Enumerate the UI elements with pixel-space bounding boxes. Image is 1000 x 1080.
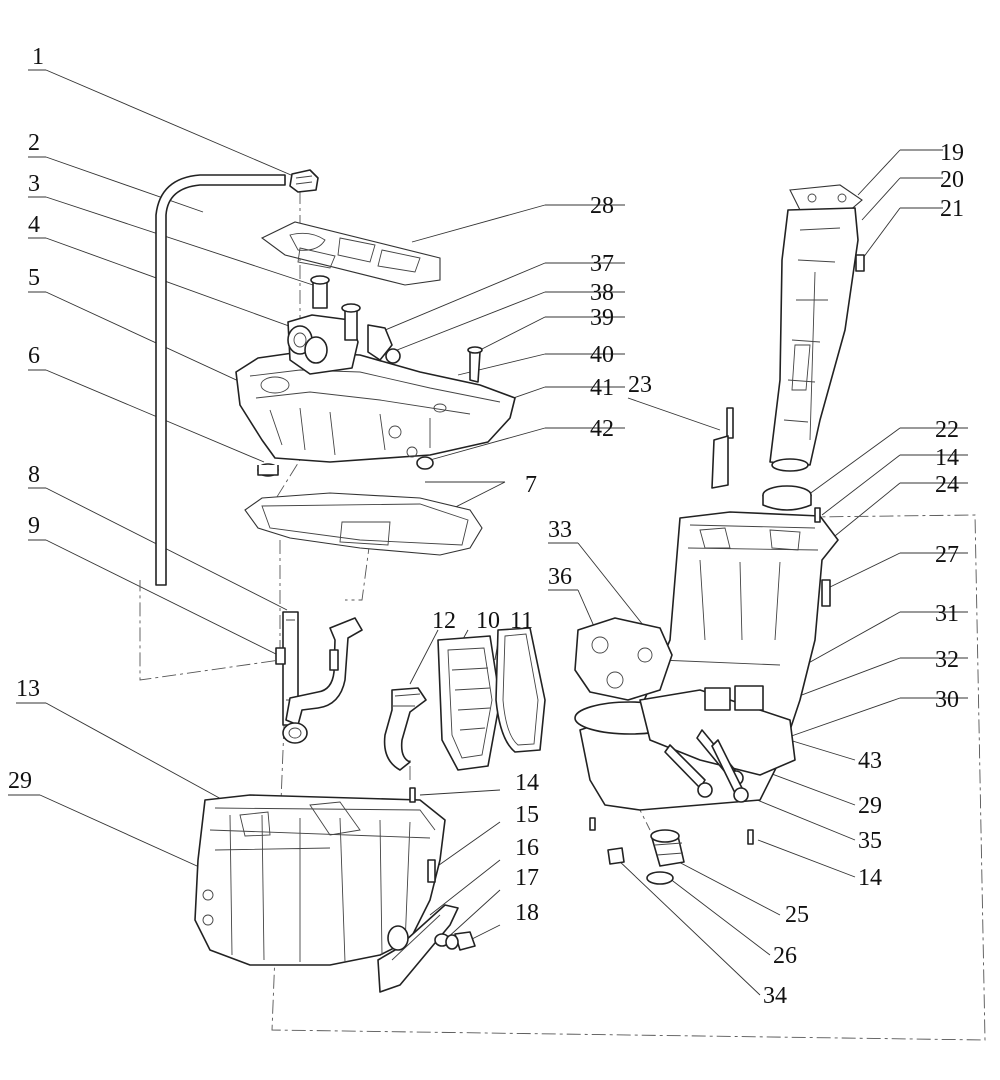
- callout-35: 35: [858, 828, 882, 854]
- callout-43: 43: [858, 748, 882, 774]
- bolt-27: [821, 579, 831, 607]
- callout-5: 5: [28, 265, 40, 291]
- bolt-3: [310, 275, 330, 309]
- callout-7: 7: [525, 472, 537, 498]
- callout-17: 17: [515, 865, 539, 891]
- breather-fitting: [289, 169, 319, 193]
- callout-13: 13: [16, 676, 40, 702]
- callout-37: 37: [590, 251, 614, 277]
- loop-gasket: [495, 627, 546, 753]
- callout-21: 21: [940, 196, 964, 222]
- fitting-17: [387, 925, 450, 951]
- callout-27: 27: [935, 542, 959, 568]
- callout-30: 30: [935, 687, 959, 713]
- callout-42: 42: [590, 416, 614, 442]
- top-gasket: [260, 221, 441, 286]
- callout-9: 9: [28, 513, 40, 539]
- fitting-18: [445, 931, 476, 951]
- callout-38: 38: [590, 280, 614, 306]
- bent-pipe: [282, 617, 363, 744]
- callout-4: 4: [28, 212, 40, 238]
- seal-ring-22: [762, 485, 812, 511]
- callout-11: 11: [510, 608, 533, 634]
- callout-10: 10: [476, 608, 500, 634]
- shaft-23: [711, 407, 734, 489]
- callout-18: 18: [515, 900, 539, 926]
- fitting-34: [607, 847, 625, 865]
- callout-20: 20: [940, 167, 964, 193]
- callout-16: 16: [515, 835, 539, 861]
- callout-32: 32: [935, 647, 959, 673]
- callout-1: 1: [32, 44, 44, 70]
- callout-labels: 1 2 3 4 5 6 7 8 9 10 11 12 13 14 14 14 1…: [8, 44, 964, 1009]
- hose-pipe: [155, 174, 286, 586]
- rubber-elbow: [383, 687, 427, 771]
- callout-25: 25: [785, 902, 809, 928]
- nut-25: [650, 829, 685, 867]
- callout-26: 26: [773, 943, 797, 969]
- callout-8: 8: [28, 462, 40, 488]
- bearing-block: [287, 314, 359, 375]
- callout-36: 36: [548, 564, 572, 590]
- washer-26: [646, 871, 674, 885]
- callout-23: 23: [628, 372, 652, 398]
- callout-31: 31: [935, 601, 959, 627]
- callout-24: 24: [935, 472, 959, 498]
- bolt-9: [275, 647, 286, 665]
- callout-2: 2: [28, 130, 40, 156]
- plug-42: [416, 456, 434, 470]
- pin-15: [427, 859, 436, 883]
- callout-28: 28: [590, 193, 614, 219]
- nut-6: [257, 463, 279, 477]
- filter-screen: [437, 635, 501, 771]
- callout-22: 22: [935, 417, 959, 443]
- housing-bolts: [341, 303, 483, 383]
- top-plate-19: [789, 184, 863, 213]
- callout-14c: 14: [858, 865, 882, 891]
- callout-15: 15: [515, 802, 539, 828]
- callout-34: 34: [763, 983, 787, 1009]
- callout-14a: 14: [515, 770, 539, 796]
- pin-14-right: [589, 507, 821, 845]
- callout-33: 33: [548, 517, 572, 543]
- pin-14-left: [409, 787, 416, 803]
- callout-39: 39: [590, 305, 614, 331]
- callout-29b: 29: [858, 793, 882, 819]
- callout-41: 41: [590, 375, 614, 401]
- callout-14b: 14: [935, 445, 959, 471]
- callout-29a: 29: [8, 768, 32, 794]
- exhaust-tube: [769, 207, 865, 472]
- main-right-housing: [574, 511, 839, 811]
- callout-6: 6: [28, 343, 40, 369]
- lower-gasket: [244, 492, 483, 556]
- callout-12: 12: [432, 608, 456, 634]
- callout-3: 3: [28, 171, 40, 197]
- bolts-35: [664, 729, 749, 803]
- side-bracket: [574, 617, 673, 701]
- callout-19: 19: [940, 140, 964, 166]
- callout-40: 40: [590, 342, 614, 368]
